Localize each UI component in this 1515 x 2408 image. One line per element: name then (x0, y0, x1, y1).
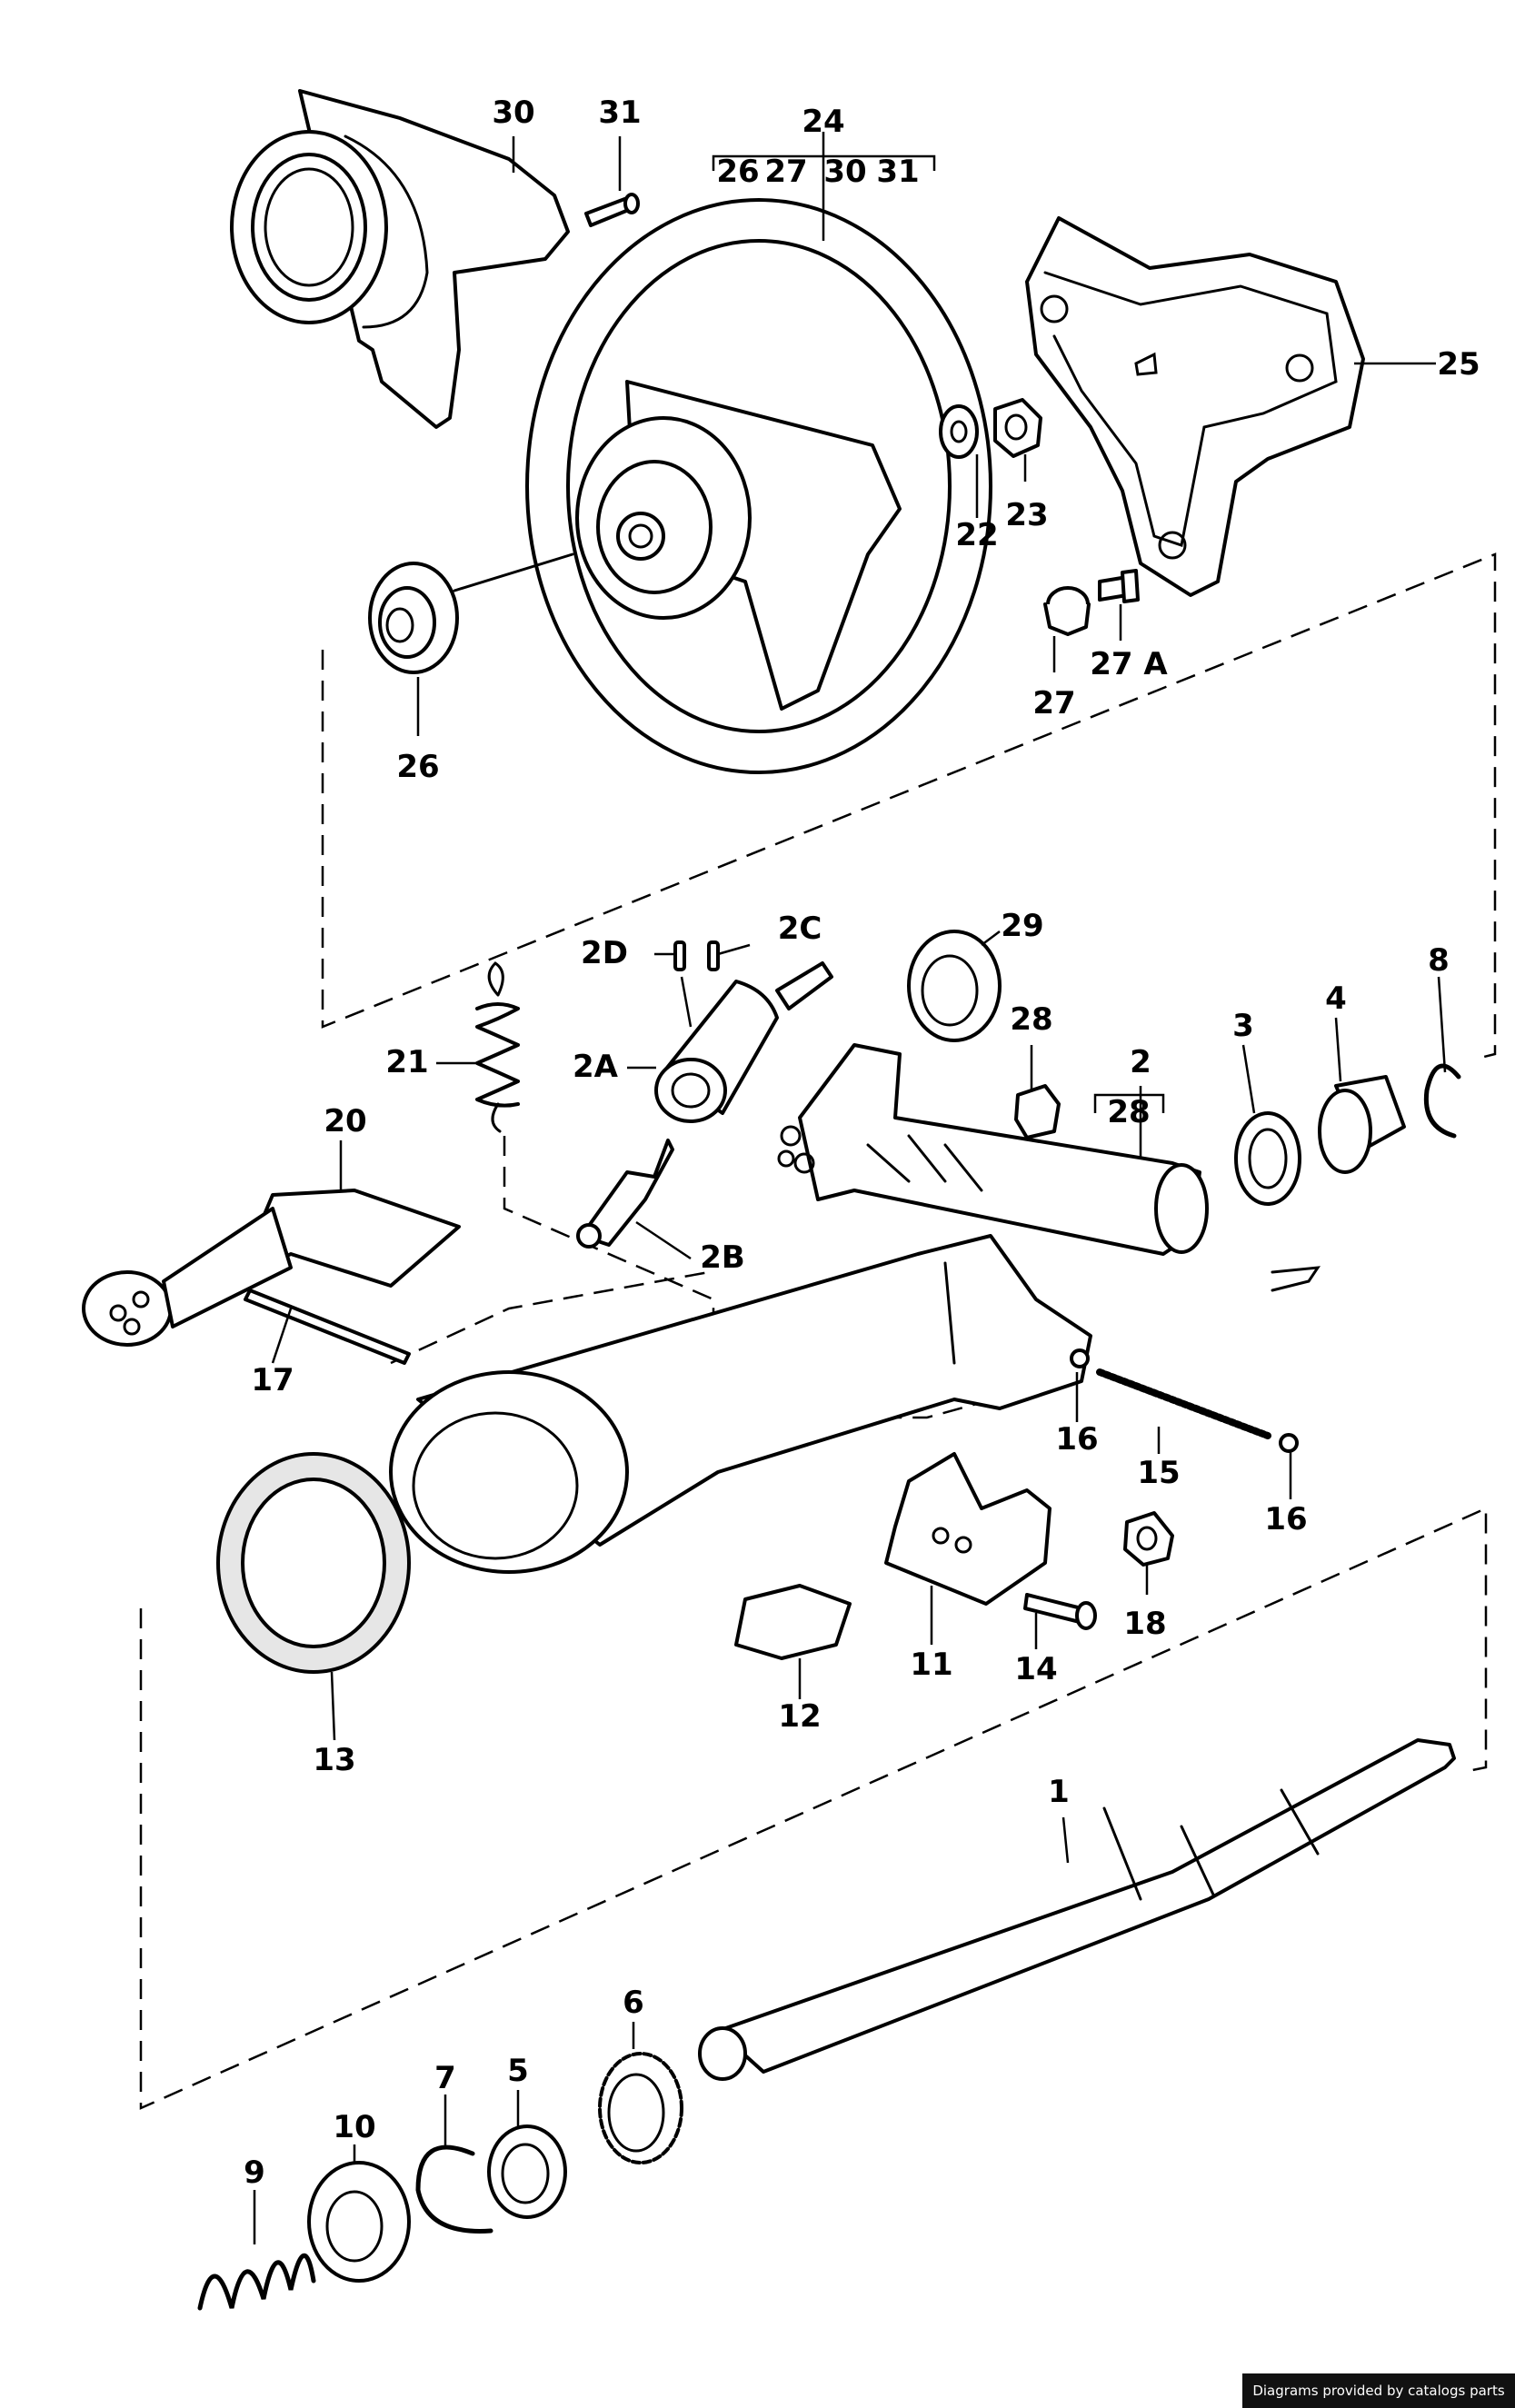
callout-21: 21 (385, 1044, 428, 1080)
callout-25: 25 (1437, 346, 1480, 383)
part-21-return-spring (475, 961, 520, 1133)
part-27a-bolt (1098, 569, 1140, 603)
callout-2-sub-28: 28 (1107, 1094, 1150, 1130)
part-16-balls (1070, 1348, 1299, 1453)
part-2a-lock-cylinder (654, 961, 833, 1123)
part-2b-ignition-switch (576, 1139, 674, 1249)
part-18-nut (1123, 1511, 1174, 1567)
callout-9: 9 (244, 2154, 265, 2191)
part-28-switch (1014, 1084, 1061, 1139)
callout-27: 27 (1032, 685, 1075, 721)
callout-labels: 30 31 24 26 27 30 31 25 22 23 27 27 A 26… (244, 95, 1480, 2191)
callout-24-sub-30: 30 (823, 154, 866, 190)
callout-11: 11 (910, 1647, 952, 1683)
part-7-clip (415, 2144, 493, 2234)
part-20-lever (82, 1189, 461, 1347)
part-31-screw (584, 193, 640, 227)
lower-dashed-boundary (139, 1507, 1488, 2110)
part-24-steering-wheel (525, 198, 992, 774)
callout-28: 28 (1010, 1001, 1052, 1038)
callout-14: 14 (1014, 1651, 1057, 1687)
part-6-gear-ring (598, 2052, 683, 2164)
callout-24-sub-26: 26 (716, 154, 759, 190)
callout-2a: 2A (573, 1049, 619, 1085)
callout-8: 8 (1428, 942, 1450, 979)
callout-24-sub-31: 31 (876, 154, 919, 190)
diagram-credit-banner: Diagrams provided by catalogs parts (1242, 2373, 1515, 2408)
callout-20: 20 (324, 1103, 366, 1139)
upper-dashed-boundary (321, 552, 1497, 1060)
callout-2d: 2D (581, 935, 628, 971)
part-15-spring (1096, 1368, 1271, 1439)
part-26-contact-ring (368, 552, 574, 674)
callout-16-right: 16 (1264, 1501, 1307, 1537)
lever-dashed-line (390, 1270, 710, 1365)
callout-1: 1 (1048, 1774, 1070, 1810)
part-29-seal (907, 930, 1002, 1042)
callout-6: 6 (623, 1985, 644, 2021)
part-8-circlip (1423, 1063, 1461, 1139)
callout-2: 2 (1130, 1044, 1151, 1080)
part-5-bearing (487, 2124, 567, 2219)
part-3-bushing (1234, 1111, 1301, 1206)
column-tube (389, 1234, 1321, 1574)
callout-2b: 2B (700, 1239, 745, 1276)
part-4-sleeve (1318, 1075, 1406, 1174)
callout-30: 30 (492, 95, 534, 131)
callout-4: 4 (1325, 980, 1347, 1017)
callout-24: 24 (802, 104, 844, 140)
leader-lines (253, 132, 1447, 2244)
part-2c-pin (707, 940, 720, 971)
callout-27a: 27 A (1090, 646, 1168, 682)
part-11-bracket (884, 1452, 1052, 1606)
callout-13: 13 (313, 1742, 355, 1778)
callout-15: 15 (1137, 1455, 1180, 1491)
part-25-wheel-pad (1025, 216, 1365, 597)
callout-29: 29 (1001, 908, 1043, 944)
callout-5: 5 (507, 2053, 529, 2089)
part-2-lock-housing (777, 1043, 1209, 1256)
callout-17: 17 (251, 1362, 294, 1398)
part-1-steering-shaft (698, 1738, 1456, 2081)
callout-3: 3 (1232, 1008, 1254, 1044)
part-23-nut (993, 398, 1042, 458)
part-17-stud (244, 1289, 411, 1365)
callout-26: 26 (396, 749, 439, 785)
part-2d-pin (673, 940, 686, 971)
callout-2c: 2C (778, 910, 822, 947)
part-22-washer (939, 404, 979, 459)
callout-7: 7 (434, 2060, 456, 2096)
part-12-plate (734, 1584, 852, 1660)
part-9-coil-spring (197, 2254, 316, 2311)
callout-24-sub-27: 27 (764, 154, 807, 190)
callout-12: 12 (778, 1698, 821, 1735)
part-27-spacer (1043, 586, 1091, 636)
callout-23: 23 (1005, 497, 1048, 533)
part-13-bellows (216, 1452, 411, 1674)
callout-10: 10 (333, 2109, 375, 2145)
callout-22: 22 (955, 517, 998, 553)
callout-31: 31 (598, 95, 641, 131)
part-14-bolt (1023, 1593, 1097, 1630)
part-30-hub-cover (230, 89, 570, 429)
part-10-spring-cup (307, 2161, 411, 2283)
callout-16-left: 16 (1055, 1421, 1098, 1458)
callout-18: 18 (1123, 1606, 1166, 1642)
